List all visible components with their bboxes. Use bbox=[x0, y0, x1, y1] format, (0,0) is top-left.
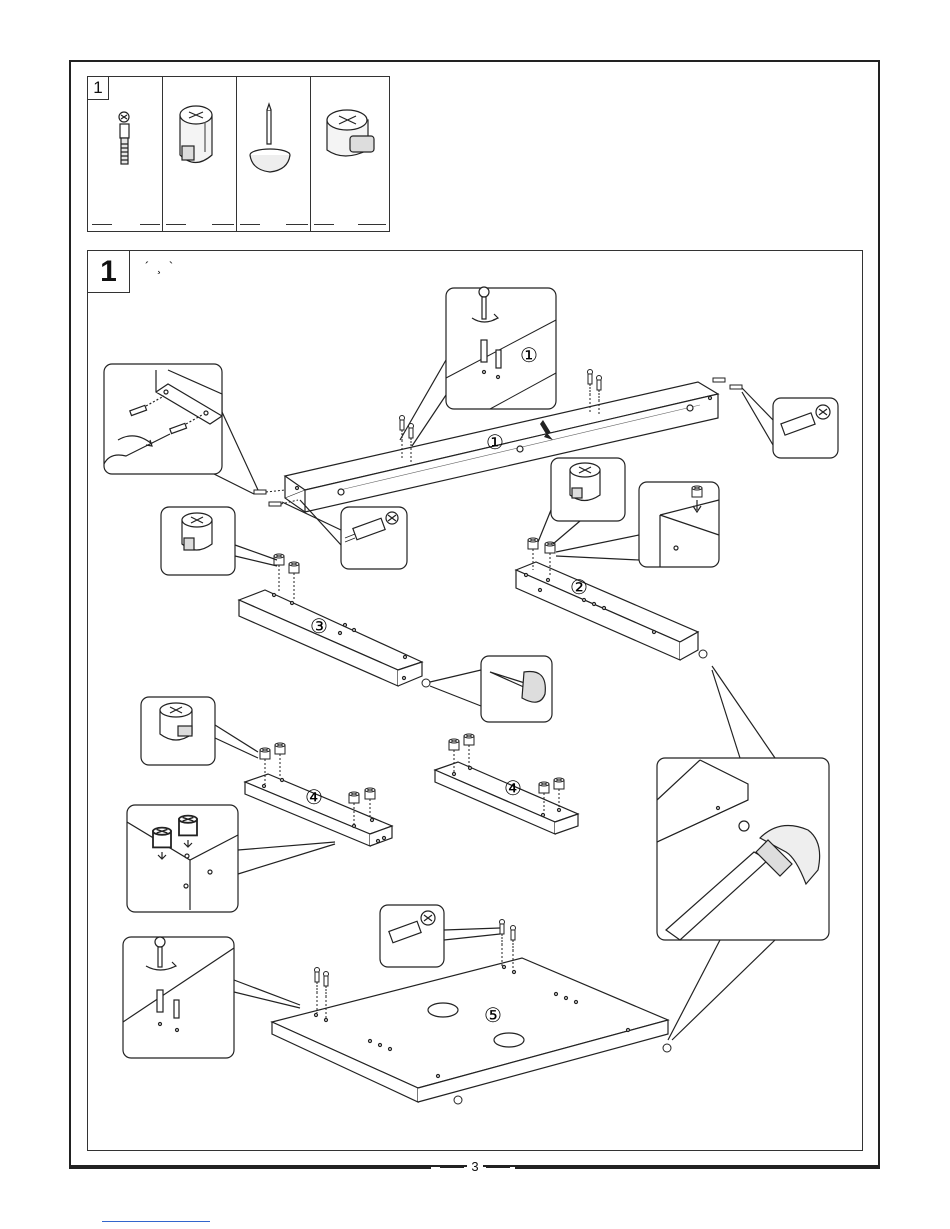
panel-4b-label: ④ bbox=[504, 776, 522, 800]
panel-3-label: ③ bbox=[310, 614, 328, 638]
panel-3 bbox=[239, 590, 422, 686]
panel-5-base bbox=[272, 958, 668, 1102]
callout-panel-3-cam-detail bbox=[161, 507, 277, 575]
panel-1-detail-label: ① bbox=[520, 343, 538, 367]
footer-rule-left bbox=[69, 1167, 431, 1169]
footer-rule-right bbox=[515, 1167, 880, 1169]
panel-5-label: ⑤ bbox=[484, 1003, 502, 1027]
panel-2 bbox=[516, 562, 698, 660]
footer-rule-inner-right bbox=[486, 1167, 510, 1168]
page-number: 3 bbox=[467, 1159, 483, 1174]
callout-cam-bolt-detail bbox=[282, 500, 407, 569]
footer-rule-inner-left bbox=[440, 1167, 464, 1168]
panel-1-label: ① bbox=[486, 430, 504, 454]
panel-2-label: ② bbox=[570, 575, 588, 599]
page-footer: 3 bbox=[0, 1157, 950, 1177]
panel-4a-label: ④ bbox=[305, 785, 323, 809]
callout-bolt-turning-detail bbox=[123, 937, 300, 1058]
callout-cam-insert-detail bbox=[127, 805, 335, 912]
callout-nail-glide-detail bbox=[430, 656, 552, 722]
callout-panel-5-bolt-detail bbox=[380, 905, 500, 967]
callout-panel-4-cam-detail bbox=[141, 697, 258, 765]
callout-right-bolt-detail bbox=[742, 388, 838, 458]
callout-panel-2-cam-detail bbox=[538, 458, 719, 567]
callout-rail-end-detail bbox=[104, 364, 258, 494]
callout-hammer-detail bbox=[657, 666, 829, 1040]
bottom-link-underline[interactable] bbox=[102, 1221, 210, 1222]
